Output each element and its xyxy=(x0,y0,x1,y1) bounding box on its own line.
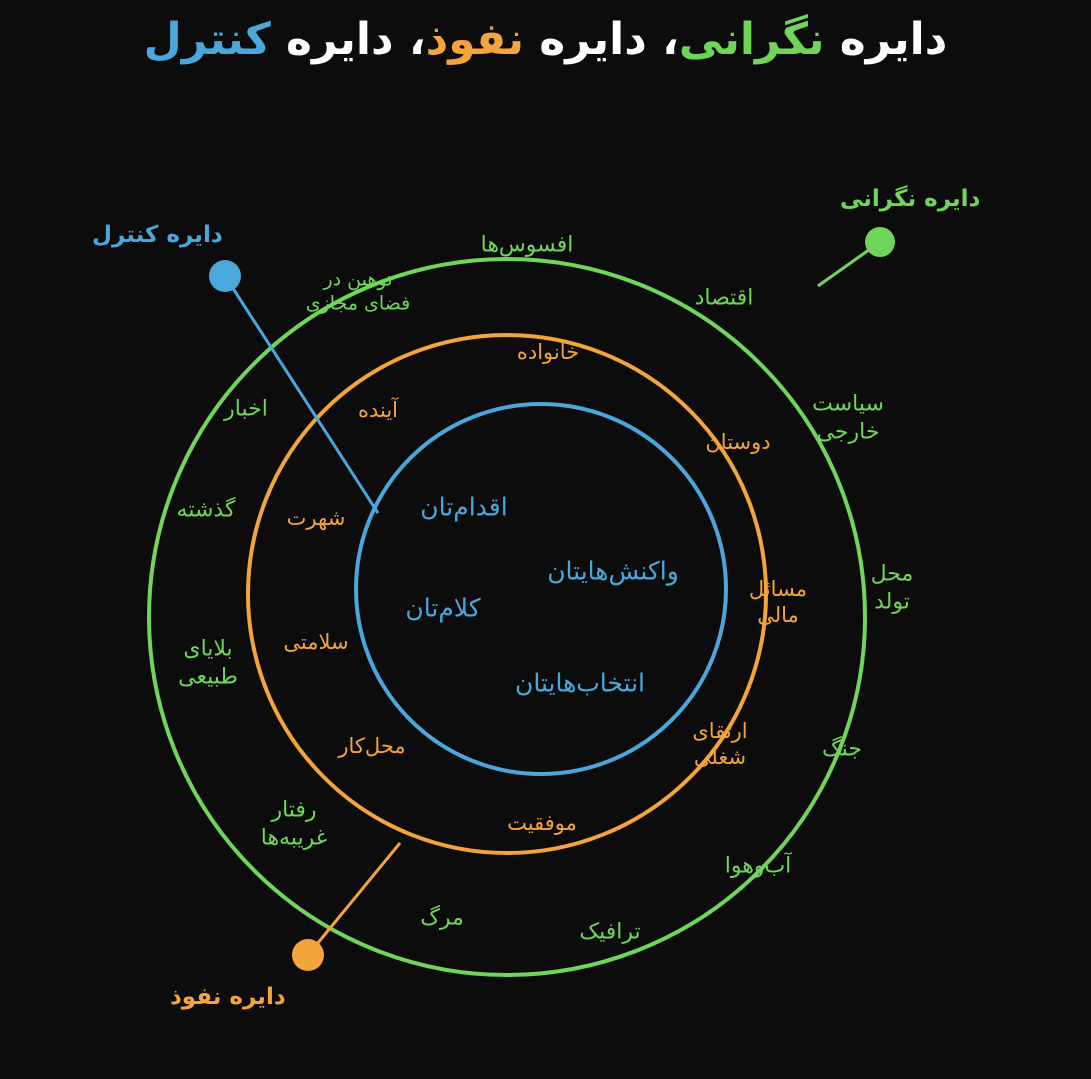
worry-item-war: جنگ xyxy=(822,736,862,762)
page-title: دایره نگرانی، دایره نفوذ، دایره کنترل xyxy=(0,14,1091,65)
influence-item-career: ارتقای شغلی xyxy=(692,718,748,769)
worry-item-weather: آب‌و‌هوا xyxy=(724,853,792,879)
influence-item-health: سلامتی xyxy=(283,629,349,654)
title-part3: ، دایره xyxy=(270,14,426,65)
worry-item-foreign: سیاست خارجی xyxy=(812,391,884,445)
worry-item-disasters: بلایای طبیعی xyxy=(178,636,238,690)
control-item-words: کلام‌تان xyxy=(405,593,481,623)
control-pointer-dot xyxy=(209,260,241,292)
worry-item-strangers: رفتار غریبه‌ها xyxy=(260,797,328,851)
control-item-choices: انتخاب‌هایتان xyxy=(514,668,646,698)
worry-item-past: گذشته xyxy=(176,497,236,523)
worry-item-death: مرگ xyxy=(420,905,464,931)
control-circle xyxy=(354,402,728,776)
influence-pointer-dot xyxy=(292,939,324,971)
control-item-actions: اقدام‌تان xyxy=(420,492,508,522)
influence-item-finance: مسائل مالی xyxy=(748,576,808,627)
title-part2: ، دایره xyxy=(523,14,679,65)
worry-callout-label: دایره نگرانی xyxy=(840,186,981,212)
influence-item-success: موفقیت xyxy=(507,810,577,835)
worry-pointer-dot xyxy=(865,227,895,257)
worry-item-news: اخبار xyxy=(224,396,268,422)
influence-item-friends: دوستان xyxy=(705,429,771,454)
worry-item-traffic: ترافیک xyxy=(579,919,641,945)
title-influence: نفوذ xyxy=(425,14,524,65)
influence-circle xyxy=(246,333,768,855)
title-control: کنترل xyxy=(143,14,271,65)
worry-item-regrets: افسوس‌ها xyxy=(480,232,574,258)
worry-circle xyxy=(147,257,867,977)
influence-item-fame: شهرت xyxy=(286,505,346,530)
influence-pointer-line xyxy=(306,842,402,956)
influence-item-future: آینده xyxy=(357,397,399,422)
influence-item-workplace: محل‌کار xyxy=(338,733,406,758)
worry-item-birthplace: محل تولد xyxy=(870,561,914,615)
influence-callout-label: دایره نفوذ xyxy=(170,984,286,1010)
worry-item-insult: توهین در فضای مجازی xyxy=(305,268,411,314)
control-pointer-line xyxy=(223,275,380,514)
control-item-reactions: واکنش‌هایتان xyxy=(547,556,679,586)
control-callout-label: دایره کنترل xyxy=(92,222,223,248)
title-part1: دایره xyxy=(824,14,948,65)
title-worry: نگرانی xyxy=(678,14,825,65)
influence-item-family: خانواده xyxy=(516,339,580,364)
worry-item-economy: اقتصاد xyxy=(694,285,754,311)
